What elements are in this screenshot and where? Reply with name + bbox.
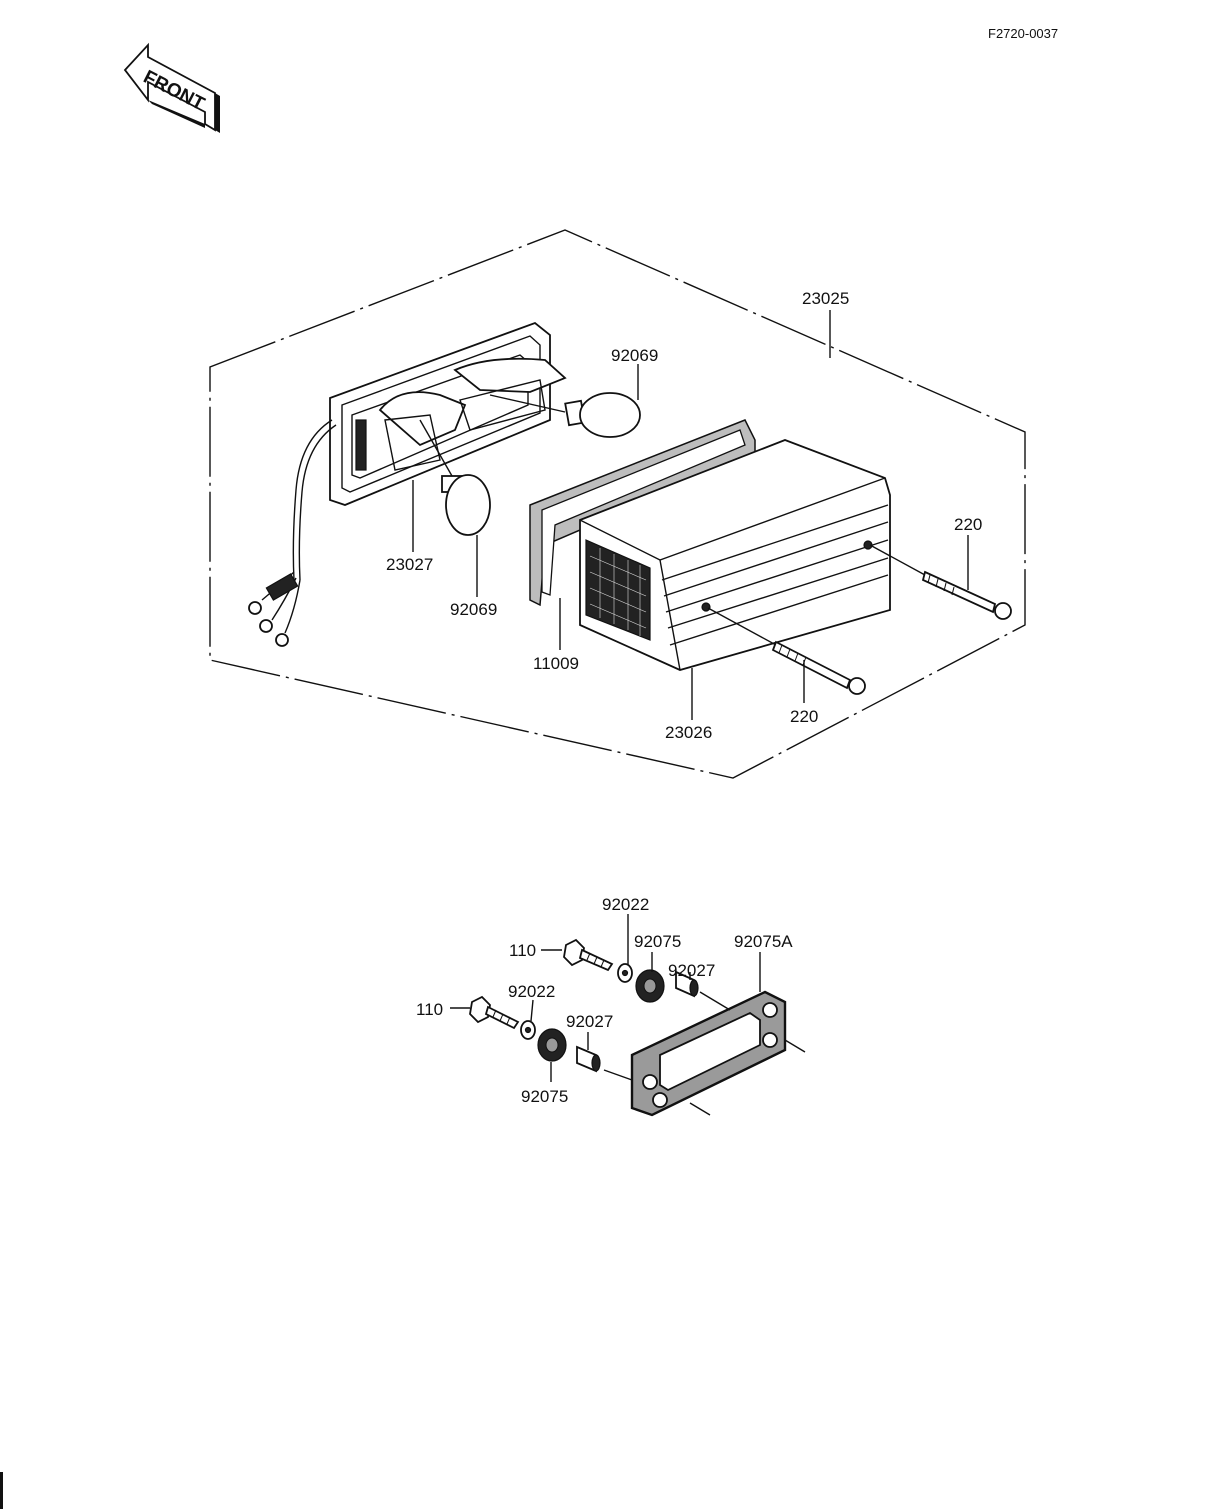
washer-lower-icon <box>520 1020 536 1040</box>
label-23027: 23027 <box>386 555 433 574</box>
label-92075-upper: 92075 <box>634 932 681 951</box>
damper-upper-icon <box>635 969 665 1003</box>
label-92069-upper: 92069 <box>611 346 658 365</box>
leader-lines-upper <box>412 310 969 720</box>
front-arrow-icon: FRONT <box>123 42 220 133</box>
label-23025: 23025 <box>802 289 849 308</box>
bulb-lower-icon <box>419 419 491 536</box>
label-92027-upper: 92027 <box>668 961 715 980</box>
label-220-upper: 220 <box>954 515 982 534</box>
label-110-lower: 110 <box>416 1000 443 1019</box>
diagram-code: F2720-0037 <box>988 26 1058 41</box>
label-92075-lower: 92075 <box>521 1087 568 1106</box>
screw-lower-icon <box>707 607 866 695</box>
lens-housing <box>248 321 567 647</box>
bolt-upper-icon <box>563 938 614 972</box>
bracket <box>630 990 806 1117</box>
bolt-lower-icon <box>469 995 520 1030</box>
label-220-lower: 220 <box>790 707 818 726</box>
washer-upper-icon <box>617 963 633 983</box>
bulb-upper-icon <box>489 392 641 438</box>
label-11009: 11009 <box>533 654 579 673</box>
label-23026: 23026 <box>665 723 712 742</box>
label-110-upper: 110 <box>509 941 536 960</box>
screw-upper-icon <box>869 544 1012 620</box>
label-92069-lower: 92069 <box>450 600 497 619</box>
collar-lower-icon <box>576 1045 601 1073</box>
damper-lower-icon <box>537 1028 567 1062</box>
leader-lines-lower <box>450 914 761 1082</box>
scan-edge-mark <box>0 1472 3 1509</box>
lens-cover <box>579 439 891 671</box>
label-92022-lower: 92022 <box>508 982 555 1001</box>
label-92075A: 92075A <box>734 932 793 951</box>
label-92027-lower: 92027 <box>566 1012 613 1031</box>
assembly-outline <box>209 229 1026 779</box>
label-92022-upper: 92022 <box>602 895 649 914</box>
